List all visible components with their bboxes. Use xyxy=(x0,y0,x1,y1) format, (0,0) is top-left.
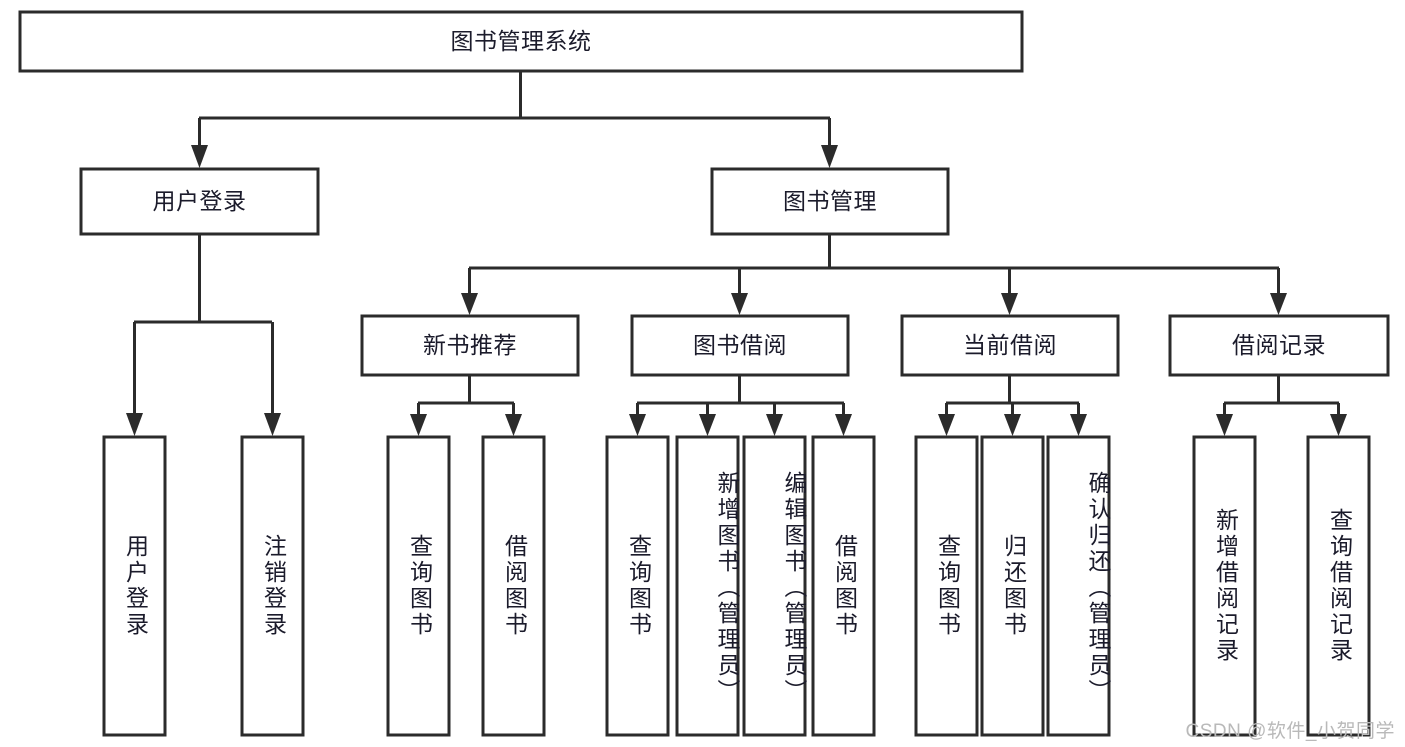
arrow-bm-to-new-book xyxy=(461,293,478,315)
edge-group-book-manage xyxy=(461,234,1287,315)
node-box-book-borrow-1[interactable] xyxy=(605,435,670,737)
node-box-borrow-record[interactable] xyxy=(1168,314,1390,377)
arrow-bb-leaf1 xyxy=(629,414,646,436)
node-box-book-manage[interactable] xyxy=(710,167,950,236)
edge-group-root xyxy=(191,72,838,168)
arrow-bm-to-book-borrow xyxy=(731,293,748,315)
csdn-watermark: CSDN @软件_小贺同学 xyxy=(1185,721,1395,742)
arrow-bb-leaf2 xyxy=(699,414,716,436)
arrow-cb-leaf2 xyxy=(1004,414,1021,436)
arrow-user-login-leaf1 xyxy=(126,413,143,436)
node-box-book-borrow-2[interactable] xyxy=(675,435,740,737)
arrow-bm-to-borrow-record xyxy=(1270,293,1287,315)
node-box-user-login-2[interactable] xyxy=(240,435,305,737)
node-box-book-borrow-4[interactable] xyxy=(811,435,876,737)
arrow-bb-leaf3 xyxy=(766,414,783,436)
node-box-borrow-record-2[interactable] xyxy=(1306,435,1371,737)
node-box-new-book-rec[interactable] xyxy=(360,314,580,377)
edge-group-book-borrow xyxy=(629,375,852,436)
node-box-book-borrow[interactable] xyxy=(630,314,850,377)
node-box-user-login-1[interactable] xyxy=(102,435,167,737)
edge-group-new-book-rec xyxy=(410,375,522,436)
node-box-current-borrow-2[interactable] xyxy=(980,435,1045,737)
node-box-current-borrow[interactable] xyxy=(900,314,1120,377)
edge-group-borrow-record xyxy=(1216,375,1347,436)
node-box-user-login[interactable] xyxy=(79,167,320,236)
node-box-current-borrow-1[interactable] xyxy=(914,435,979,737)
arrow-root-to-user-login xyxy=(191,145,208,168)
arrow-nbr-leaf1 xyxy=(410,414,427,436)
node-box-root[interactable] xyxy=(18,10,1024,73)
arrow-cb-leaf1 xyxy=(938,414,955,436)
edge-group-current-borrow xyxy=(938,375,1087,436)
node-box-book-borrow-3[interactable] xyxy=(742,435,807,737)
arrow-br-leaf1 xyxy=(1216,414,1233,436)
node-box-new-book-rec-2[interactable] xyxy=(481,435,546,737)
node-box-borrow-record-1[interactable] xyxy=(1192,435,1257,737)
arrow-br-leaf2 xyxy=(1330,414,1347,436)
arrow-cb-leaf3 xyxy=(1070,414,1087,436)
node-box-new-book-rec-1[interactable] xyxy=(386,435,451,737)
arrow-bb-leaf4 xyxy=(835,414,852,436)
arrow-bm-to-current-borrow xyxy=(1001,293,1018,315)
arrow-user-login-leaf2 xyxy=(264,413,281,436)
arrow-nbr-leaf2 xyxy=(505,414,522,436)
node-box-current-borrow-3[interactable] xyxy=(1046,435,1111,737)
arrow-root-to-book-manage xyxy=(821,145,838,168)
edge-group-user-login xyxy=(126,234,281,436)
